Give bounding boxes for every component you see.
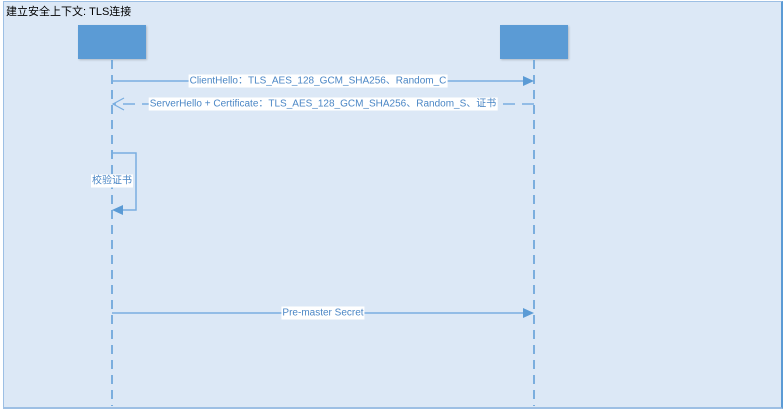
open-arrowhead-icon bbox=[111, 97, 125, 111]
arrowhead-icon bbox=[523, 308, 534, 318]
participant-server[interactable] bbox=[500, 25, 568, 59]
message-label: ServerHello + Certificate：TLS_AES_128_GC… bbox=[148, 97, 498, 111]
self-message-arrow bbox=[112, 152, 137, 211]
diagram-title: 建立安全上下文: TLS连接 bbox=[6, 6, 132, 18]
message-label: ClientHello：TLS_AES_128_GCM_SHA256、Rando… bbox=[188, 74, 448, 88]
participant-client[interactable] bbox=[78, 25, 146, 59]
diagram-frame bbox=[3, 1, 783, 409]
message-label: Pre-master Secret bbox=[281, 306, 365, 320]
message-label: 校验证书 bbox=[91, 174, 133, 188]
arrowhead-icon bbox=[523, 76, 534, 86]
arrowhead-icon bbox=[112, 205, 123, 215]
